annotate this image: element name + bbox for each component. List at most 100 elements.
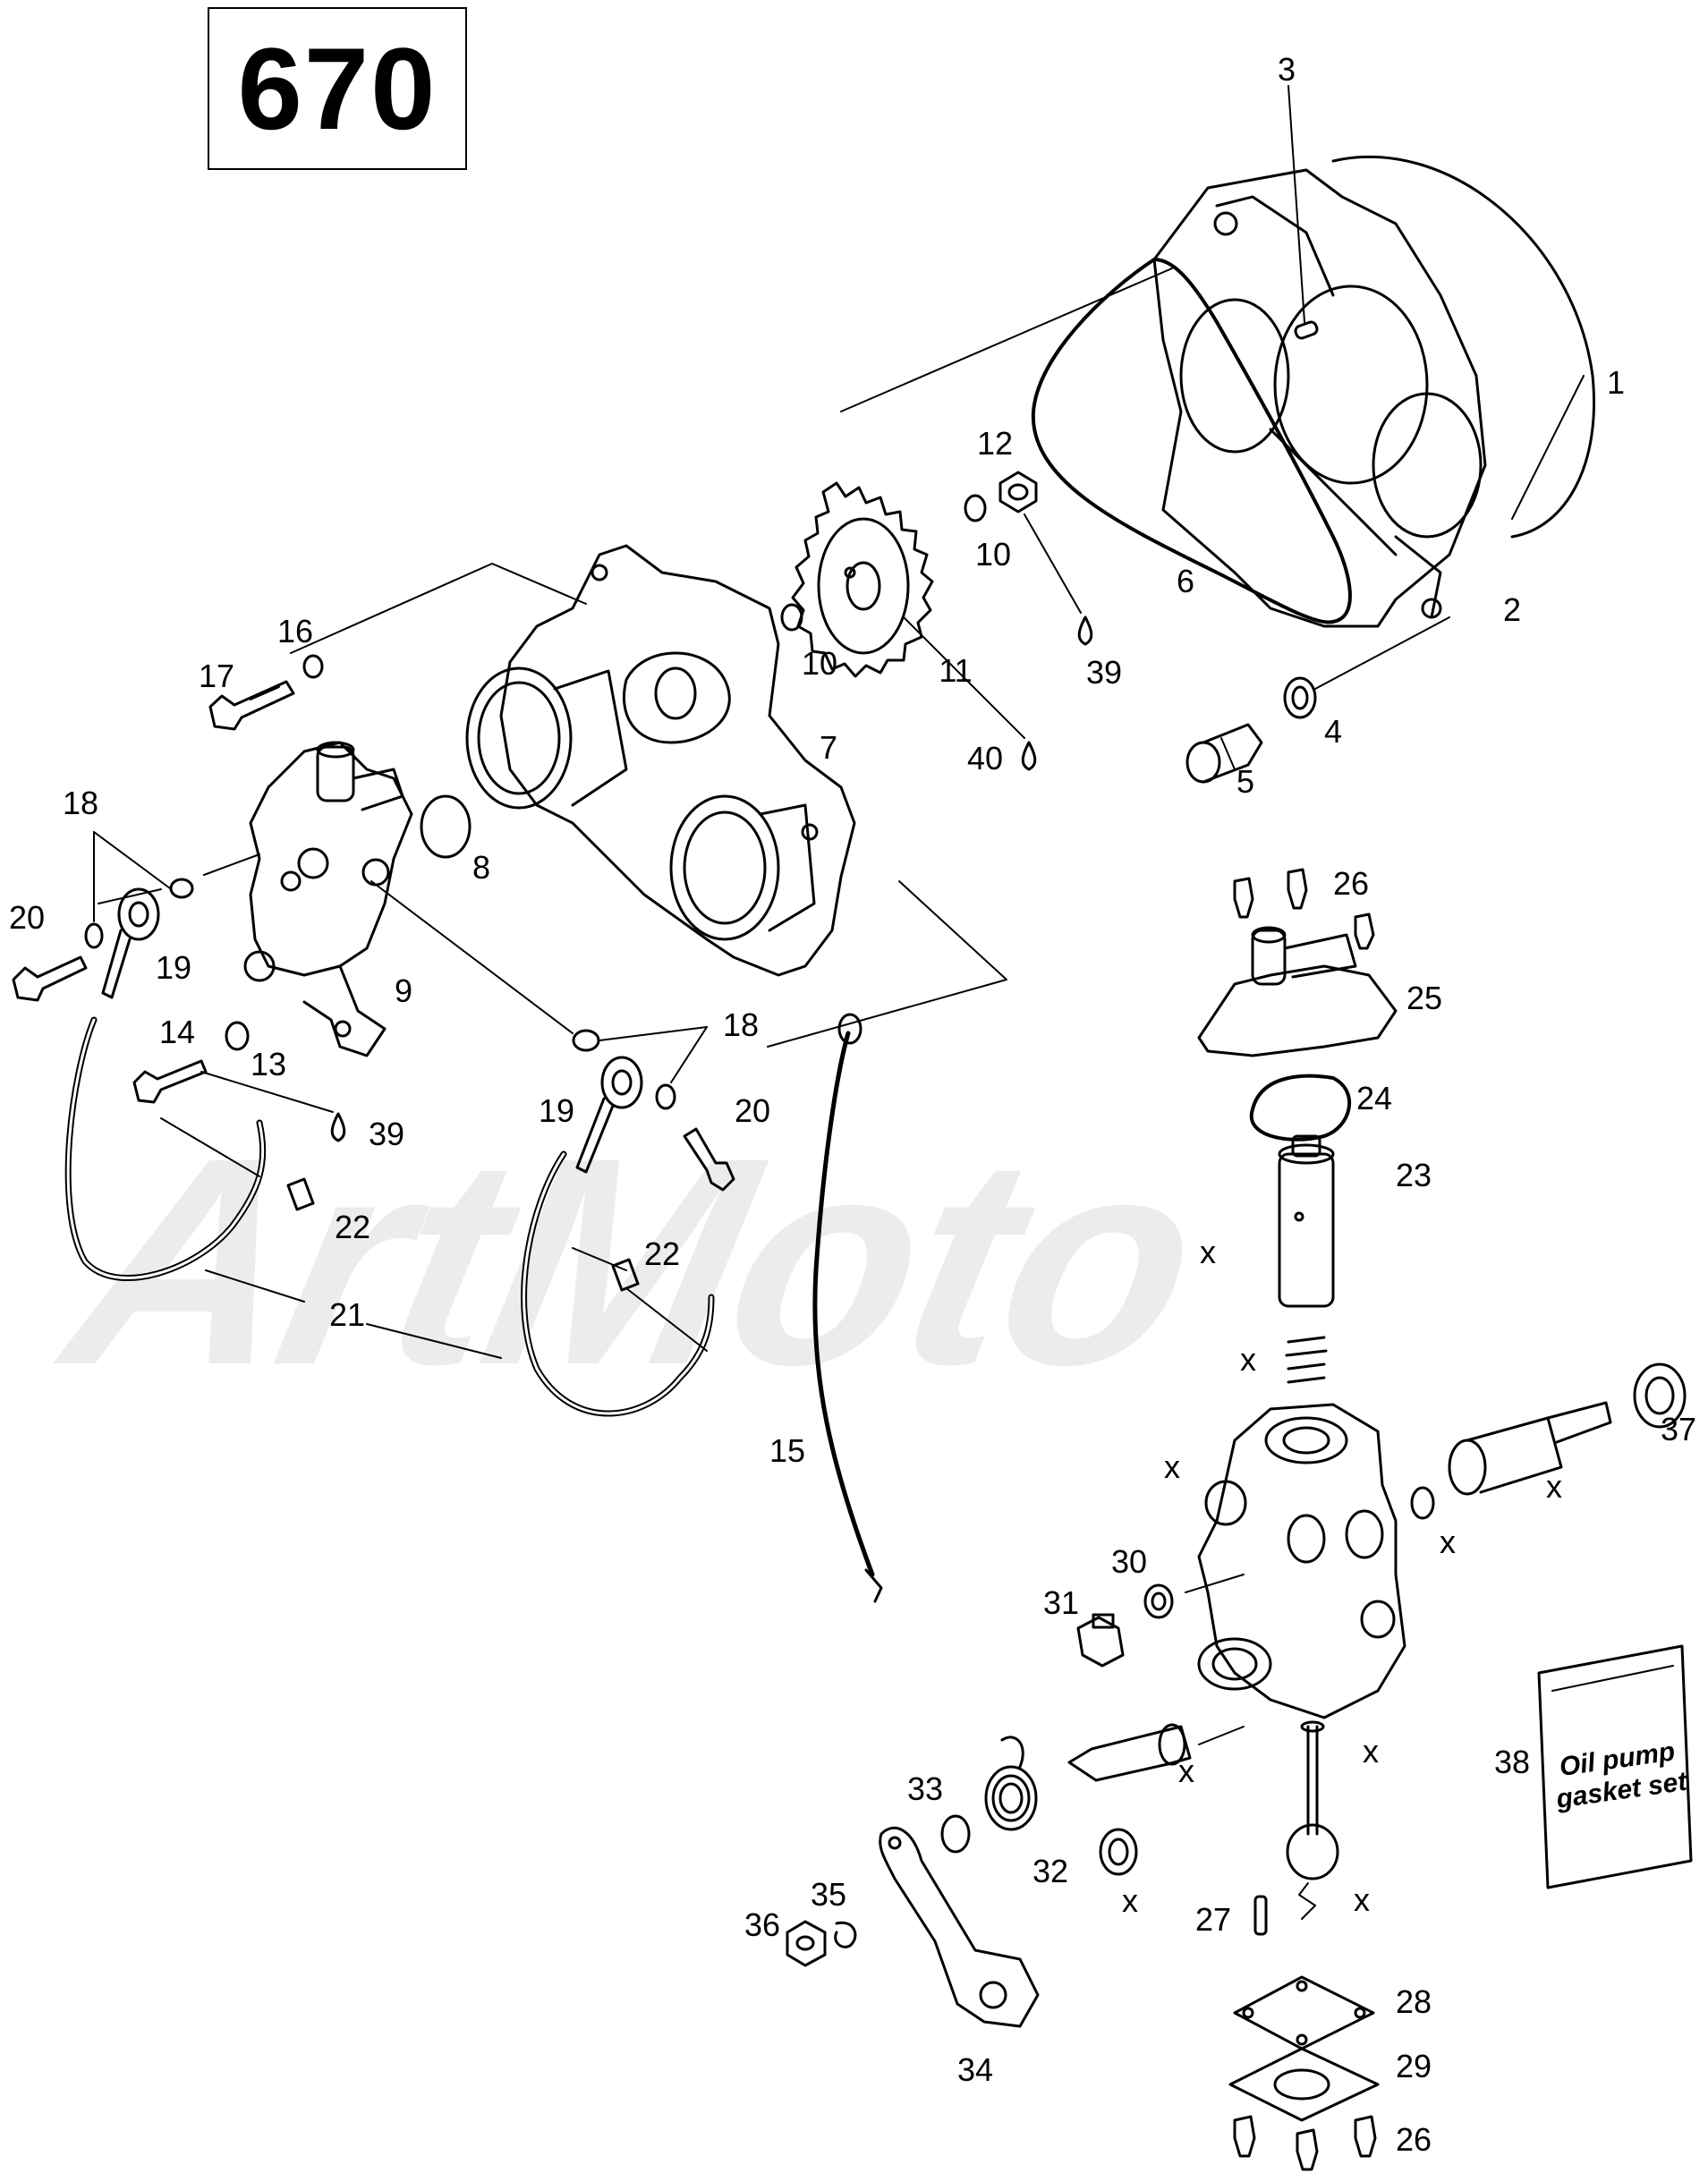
- washer-18-left: [169, 878, 194, 899]
- callout-3: 3: [1277, 51, 1296, 88]
- nut-12: [998, 471, 1038, 514]
- x-marker-4: x: [1546, 1468, 1562, 1505]
- washer-4: [1283, 676, 1317, 719]
- diagram-number-box: 670: [208, 7, 467, 170]
- callout-4: 4: [1323, 713, 1343, 750]
- gasket-6: [1031, 258, 1352, 624]
- boss: [622, 651, 731, 744]
- callout-39-upper: 39: [1085, 654, 1123, 691]
- callout-39-lower: 39: [368, 1116, 405, 1152]
- x-marker-9: x: [1354, 1881, 1370, 1918]
- callout-38: 38: [1493, 1744, 1531, 1780]
- callout-17: 17: [198, 658, 235, 694]
- o-ring-8: [420, 794, 472, 859]
- washer-18-right-a: [572, 1029, 600, 1052]
- dowel-pin-3: [1294, 320, 1319, 340]
- callout-30: 30: [1110, 1543, 1148, 1580]
- banjo-bolt-20-right: [683, 1127, 735, 1192]
- drop-39-upper: [1077, 615, 1093, 646]
- callout-33: 33: [906, 1770, 944, 1807]
- screw-14: [132, 1059, 208, 1104]
- washer-10-upper: [964, 494, 987, 522]
- seal-37: [1633, 1362, 1687, 1429]
- washer-16: [302, 654, 324, 679]
- callout-14: 14: [158, 1014, 196, 1050]
- x-marker-2: x: [1240, 1341, 1256, 1378]
- spring-32: [984, 1736, 1038, 1831]
- callout-35: 35: [810, 1876, 847, 1913]
- callout-20-right: 20: [734, 1092, 771, 1129]
- drive-gear: [1286, 1720, 1339, 1880]
- clip-35: [834, 1921, 857, 1948]
- washer-13: [225, 1021, 250, 1051]
- bolt-17: [208, 680, 295, 731]
- valve-shaft: [1067, 1723, 1192, 1782]
- callout-36: 36: [744, 1906, 781, 1943]
- banjo-19-left: [101, 887, 160, 999]
- bolt-5: [1185, 723, 1263, 784]
- o-ring-small: [1410, 1486, 1435, 1520]
- callout-23: 23: [1395, 1157, 1432, 1193]
- callout-18-right: 18: [722, 1006, 760, 1043]
- x-marker-7: x: [1363, 1733, 1379, 1770]
- cover-25: [1197, 926, 1398, 1057]
- gear-11: [791, 481, 934, 678]
- banjo-bolt-20-left: [12, 955, 88, 1002]
- callout-5: 5: [1236, 763, 1255, 800]
- gasket-kit-bag-38: [1537, 1644, 1693, 1889]
- oil-pump-9: [243, 741, 413, 1057]
- callout-10-lower: 10: [801, 645, 838, 682]
- pump-body: [1197, 1403, 1406, 1719]
- washer-33: [940, 1814, 971, 1854]
- callout-19-left: 19: [155, 949, 192, 986]
- washer-18-right-b: [655, 1083, 676, 1110]
- callout-12: 12: [976, 425, 1014, 462]
- callout-15: 15: [769, 1432, 806, 1469]
- callout-19-right: 19: [538, 1092, 575, 1129]
- x-marker-8: x: [1122, 1882, 1138, 1919]
- plug-31: [1076, 1613, 1125, 1668]
- x-marker-3: x: [1164, 1448, 1180, 1485]
- pin-27: [1253, 1895, 1268, 1936]
- x-marker-1: x: [1200, 1234, 1216, 1270]
- callout-22-right: 22: [643, 1235, 681, 1272]
- callout-13: 13: [250, 1046, 287, 1082]
- callout-25: 25: [1406, 980, 1443, 1016]
- nut-36: [786, 1920, 827, 1967]
- cover-housing-2: [1152, 168, 1487, 628]
- callout-2: 2: [1502, 591, 1522, 628]
- callout-11: 11: [939, 652, 973, 689]
- callout-20-left: 20: [8, 899, 46, 936]
- drop-40: [1021, 741, 1037, 771]
- gasket-28: [1233, 1975, 1375, 2050]
- cable-15: [812, 1031, 875, 1577]
- gasket-24: [1249, 1074, 1351, 1142]
- drop-39-lower: [330, 1112, 346, 1142]
- shaft-37: [1448, 1401, 1612, 1496]
- callout-29: 29: [1395, 2048, 1432, 2084]
- callout-40: 40: [966, 740, 1004, 777]
- callout-1: 1: [1606, 364, 1626, 401]
- callout-6: 6: [1176, 563, 1195, 599]
- washer-18-small: [84, 922, 104, 949]
- callout-26-bottom: 26: [1395, 2121, 1432, 2158]
- callout-22-left: 22: [334, 1209, 371, 1245]
- diagram-number: 670: [237, 23, 438, 154]
- callout-34: 34: [956, 2051, 994, 2088]
- callout-26-top: 26: [1332, 865, 1370, 902]
- callout-10-upper: 10: [974, 536, 1012, 573]
- lever-34: [879, 1826, 1040, 2028]
- banjo-19-right: [575, 1056, 643, 1174]
- callout-7: 7: [819, 729, 838, 766]
- callout-18-left: 18: [62, 785, 99, 821]
- washer-30: [1143, 1583, 1174, 1619]
- callout-8: 8: [472, 849, 491, 886]
- intake-housing-7: [465, 544, 856, 977]
- callout-16: 16: [276, 613, 314, 649]
- plunger-23: [1278, 1134, 1335, 1308]
- cover-29: [1228, 2047, 1380, 2122]
- clip-22-right: [611, 1258, 640, 1292]
- clip-22-left: [286, 1177, 315, 1211]
- screws-26-top: [1233, 868, 1375, 950]
- callout-37: 37: [1660, 1411, 1697, 1447]
